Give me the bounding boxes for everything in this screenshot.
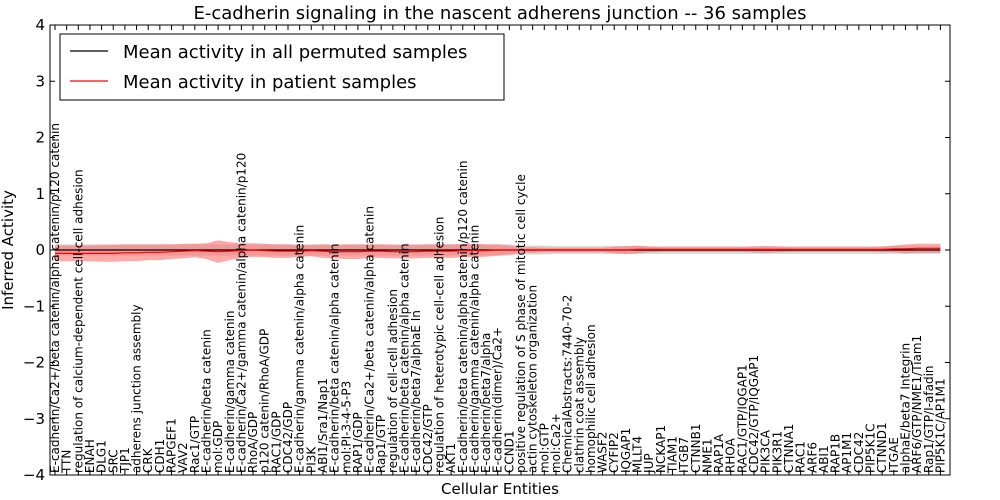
x-tick-label: E-cadherin/Ca2+/beta catenin/alpha caten… bbox=[48, 123, 62, 473]
x-tick-label: CDC42/GTP/IQGAP1 bbox=[747, 355, 761, 473]
x-tick-label: regulation of heterotypic cell-cell adhe… bbox=[432, 217, 446, 473]
x-tick-label: IQGAP1 bbox=[619, 428, 633, 473]
x-tick-label: adherens junction assembly bbox=[130, 304, 144, 473]
chart-title: E-cadherin signaling in the nascent adhe… bbox=[193, 3, 806, 24]
x-tick-label: E-cadherin/gamma catenin/alpha catenin bbox=[467, 225, 481, 473]
x-tick-label: VAV2 bbox=[176, 442, 190, 473]
y-tick-label: −2 bbox=[23, 354, 45, 372]
x-tick-label: ARF6/GTP/NME1/Tiam1 bbox=[910, 335, 924, 473]
legend: Mean activity in all permuted samples Me… bbox=[59, 33, 505, 101]
x-tick-label: PIK3R1 bbox=[770, 431, 784, 473]
x-tick-label: mol:Ca2+ bbox=[549, 413, 563, 473]
x-tick-label: positive regulation of S phase of mitoti… bbox=[514, 174, 528, 473]
y-tick-label: 3 bbox=[35, 72, 45, 90]
x-tick-label: NCKAP1 bbox=[654, 425, 668, 473]
y-axis-label: Inferred Activity bbox=[0, 190, 17, 310]
x-tick-label: MLLT4 bbox=[631, 436, 645, 473]
plot-area bbox=[55, 240, 941, 263]
x-tick-label: RAP1A bbox=[712, 433, 726, 473]
y-tick-label: 0 bbox=[35, 241, 45, 259]
x-tick-label: E-cadherin/beta catenin/alpha catenin/p1… bbox=[456, 161, 470, 474]
series-line-patient bbox=[55, 247, 941, 254]
x-tick-label: Rap1/GTP bbox=[374, 415, 388, 473]
x-tick-label: CRK bbox=[141, 447, 155, 473]
x-tick-label: Rac1/GTP bbox=[188, 416, 202, 473]
y-tick-label: 2 bbox=[35, 129, 45, 147]
legend-label-permuted: Mean activity in all permuted samples bbox=[123, 42, 467, 63]
y-tick-label: −1 bbox=[23, 297, 45, 315]
band-patient bbox=[55, 240, 941, 263]
legend-box bbox=[59, 33, 505, 101]
x-tick-label: RAC1/GTP/IQGAP1 bbox=[735, 364, 749, 473]
x-tick-label: p120 catenin/RhoA/GDP bbox=[258, 329, 272, 473]
x-tick-label: WASF2 bbox=[596, 431, 610, 473]
x-tick-label: DLG1 bbox=[95, 440, 109, 473]
x-tick-label: regulation of cell-cell adhesion bbox=[386, 289, 400, 473]
x-tick-label: ITGB7 bbox=[677, 437, 691, 473]
x-tick-label: JUP bbox=[642, 453, 656, 474]
x-tick-label: PIP5K1C/AP1M1 bbox=[933, 378, 947, 473]
x-tick-label: TTN bbox=[60, 450, 74, 474]
x-tick-label: AP1M1 bbox=[840, 432, 854, 473]
x-tick-label: CDH1 bbox=[153, 439, 167, 473]
x-tick-label: E-cadherin/beta7/alphaE In bbox=[409, 310, 423, 473]
x-tick-label: ABI1/Sra1/Nap1 bbox=[316, 378, 330, 473]
x-tick-label: ENAH bbox=[83, 439, 97, 473]
x-tick-label: PIK3CA bbox=[759, 429, 773, 473]
x-tick-label: alphaE/beta7 Integrin bbox=[899, 343, 913, 473]
x-tick-label: E-cadherin/gamma catenin/alpha catenin bbox=[293, 225, 307, 473]
x-tick-label: CTNNA1 bbox=[782, 424, 796, 474]
x-tick-label: mol:GDP bbox=[211, 421, 225, 473]
x-tick-label: CDC42/GTP bbox=[421, 404, 435, 473]
x-tick-label: clathrin coat assembly bbox=[572, 337, 586, 473]
x-tick-label: RAC1/GDP bbox=[269, 411, 283, 473]
x-tick-label: SRC bbox=[106, 449, 120, 473]
x-tick-label: RhoA/GDP bbox=[246, 412, 260, 473]
x-tick-label: CTNNB1 bbox=[689, 424, 703, 474]
x-tick-label: E-cadherin/beta7/alpha bbox=[479, 333, 493, 473]
x-tick-label: CCND1 bbox=[502, 430, 516, 473]
x-tick-label: E-cadherin/beta catenin bbox=[200, 329, 214, 473]
x-tick-label: RAC1 bbox=[794, 441, 808, 473]
legend-label-patient: Mean activity in patient samples bbox=[123, 72, 417, 93]
x-tick-label: ARF6 bbox=[805, 442, 819, 473]
x-tick-label: PIP5K1C bbox=[864, 423, 878, 473]
x-tick-label: mol:PI-3-4-5-P3 bbox=[339, 381, 353, 473]
x-tick-label: Rap1/GTP/I-afadin bbox=[922, 365, 936, 473]
x-tick-label: TJP1 bbox=[118, 447, 132, 474]
y-tick-label: −4 bbox=[23, 466, 45, 484]
x-tick-label: E-cadherin/beta catenin/alpha catenin bbox=[398, 243, 412, 473]
x-tick-label: E-cadherin(dimer)/Ca2+ bbox=[491, 327, 505, 473]
x-tick-label: NME1 bbox=[700, 438, 714, 473]
x-tick-label: E-cadherin/Ca2+/beta catenin/alpha caten… bbox=[363, 206, 377, 473]
x-tick-label: CTNND1 bbox=[875, 422, 889, 473]
x-tick-label: RHOA bbox=[724, 437, 738, 473]
x-tick-label: RAPGEF1 bbox=[165, 418, 179, 473]
y-tick-label: 1 bbox=[35, 185, 45, 203]
x-tick-label: actin cytoskeleton organization bbox=[526, 285, 540, 473]
x-tick-label: E-cadherin/beta catenin/alpha catenin bbox=[328, 243, 342, 473]
x-tick-label: RAP1/GDP bbox=[351, 412, 365, 473]
x-tick-label: CYFIP2 bbox=[607, 432, 621, 473]
x-tick-label: ABI1 bbox=[817, 445, 831, 473]
x-axis-label: Cellular Entities bbox=[441, 480, 559, 498]
x-tick-label: E-cadherin/Ca2+/gamma catenin/alpha cate… bbox=[234, 153, 248, 473]
x-tick-label: mol:GTP bbox=[537, 423, 551, 473]
y-tick-label: −3 bbox=[23, 410, 45, 428]
x-tick-label: E-cadherin/gamma catenin bbox=[223, 311, 237, 474]
x-tick-label: regulation of calcium-dependent cell-cel… bbox=[71, 169, 85, 473]
x-tick-label: ChemicalAbstracts:7440-70-2 bbox=[561, 295, 575, 473]
x-tick-label: homophilic cell adhesion bbox=[584, 324, 598, 473]
y-tick-label: 4 bbox=[35, 16, 45, 34]
x-tick-label: TIAM1 bbox=[666, 436, 680, 474]
x-tick-label: CDC42/GDP bbox=[281, 402, 295, 473]
x-tick-label: RAP1B bbox=[829, 434, 843, 473]
x-tick-label: CDC42 bbox=[852, 432, 866, 473]
x-tick-label: AKT1 bbox=[444, 443, 458, 473]
x-tick-label: PI3K bbox=[304, 446, 318, 473]
x-tick-label: ITGAE bbox=[887, 437, 901, 473]
